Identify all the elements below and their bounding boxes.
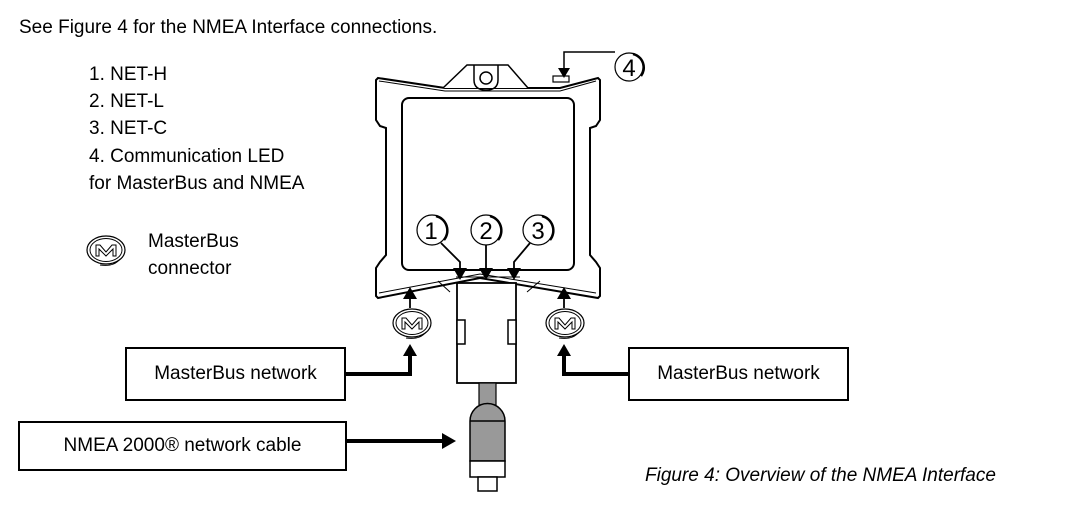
masterbus-left-line: [346, 356, 412, 376]
masterbus-connector-label-2: connector: [148, 258, 232, 279]
masterbus-network-left-label: MasterBus network: [154, 363, 317, 384]
figure-caption: Figure 4: Overview of the NMEA Interface: [645, 465, 996, 486]
masterbus-connector-left-icon: [392, 308, 432, 339]
callout-3-label: 3: [531, 218, 544, 245]
masterbus-connector-right-icon: [545, 308, 585, 339]
communication-led: [552, 75, 570, 83]
nmea-plug: [469, 402, 506, 462]
masterbus-connector-label-1: MasterBus: [148, 231, 239, 252]
nmea-cable: [478, 382, 497, 406]
masterbus-right-line: [562, 356, 628, 376]
legend-item-communication-led: 4. Communication LED: [89, 146, 285, 167]
callout-2-label: 2: [479, 218, 492, 245]
callout-4-label: 4: [622, 55, 635, 82]
intro-text: See Figure 4 for the NMEA Interface conn…: [19, 17, 438, 38]
callout-2: 2: [470, 214, 503, 246]
legend-item-net-h: 1. NET-H: [89, 64, 168, 85]
legend-item-net-c: 3. NET-C: [89, 118, 168, 139]
nmea-connector-body: [456, 282, 517, 384]
masterbus-connector-icon: [86, 235, 126, 266]
mounting-hole: [479, 71, 493, 85]
legend-item-communication-led-cont: for MasterBus and NMEA: [89, 173, 305, 194]
nmea-cable-label: NMEA 2000® network cable: [63, 435, 302, 456]
callout-4: 4: [614, 52, 646, 82]
callout-1: 1: [416, 214, 449, 246]
masterbus-network-left-box: MasterBus network: [125, 347, 346, 401]
callout-4-leader: [563, 51, 615, 70]
legend-item-net-l: 2. NET-L: [89, 91, 164, 112]
callout-3-leader: [513, 242, 531, 270]
masterbus-network-right-box: MasterBus network: [628, 347, 849, 401]
mounting-tab: [442, 64, 529, 89]
callout-3: 3: [522, 214, 555, 246]
callout-1-label: 1: [424, 218, 437, 245]
nmea-cable-box: NMEA 2000® network cable: [18, 421, 347, 471]
callout-1-leader: [440, 242, 461, 270]
masterbus-network-right-label: MasterBus network: [657, 363, 820, 384]
